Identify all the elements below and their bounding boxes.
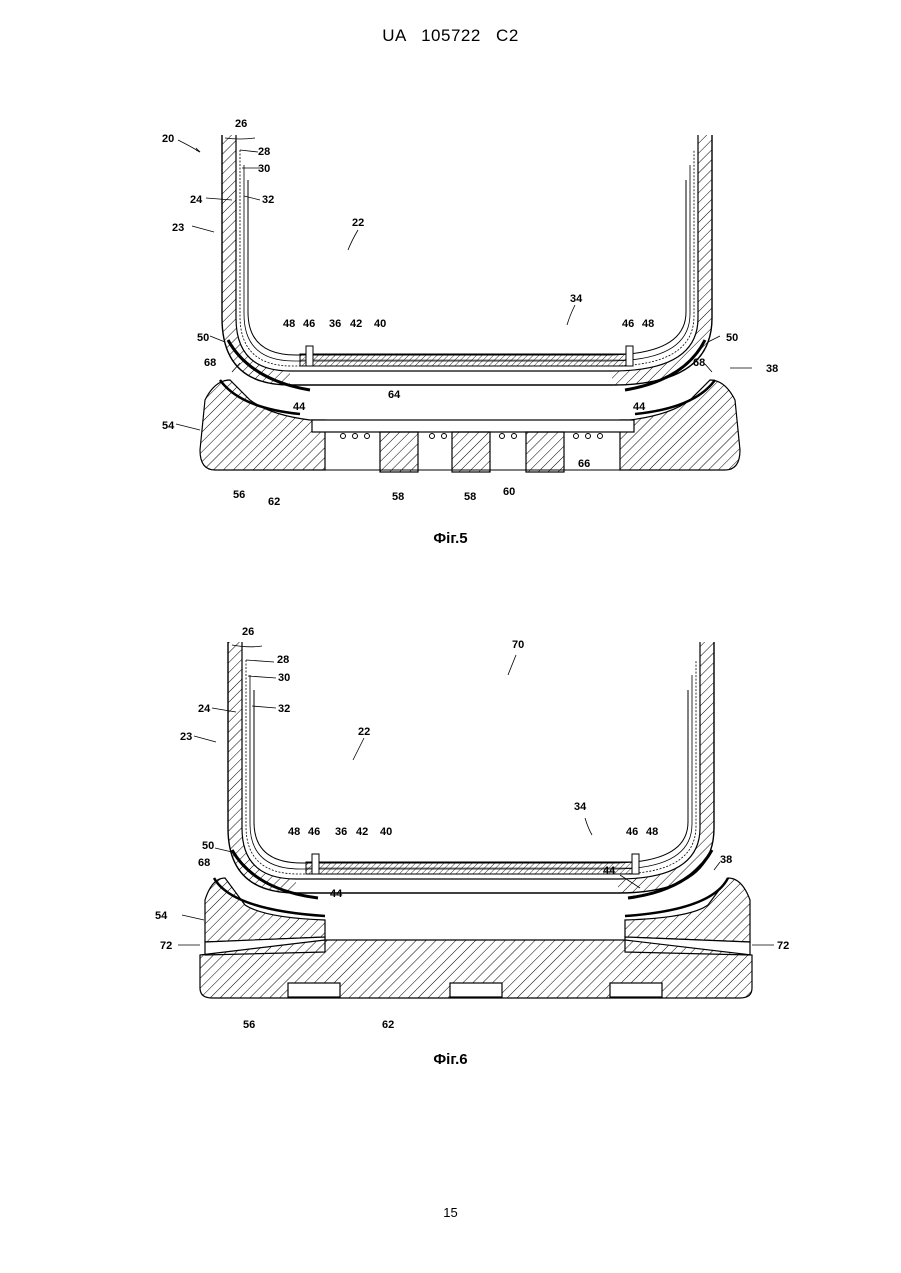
figure-5-drawing: 20 26 28 30 24 32 23 22 34 48 46 36 42 4…: [0, 100, 901, 520]
base-plate: [300, 346, 633, 366]
label-54: 54: [162, 420, 175, 432]
label-46b: 46: [622, 318, 634, 330]
label-56: 56: [233, 489, 245, 501]
label-72b: 72: [777, 940, 789, 952]
vessel-wall: [222, 135, 712, 385]
label-30: 30: [258, 163, 270, 175]
page-number: 15: [0, 1205, 901, 1220]
label-28: 28: [277, 654, 289, 666]
label-60: 60: [503, 486, 515, 498]
label-32: 32: [278, 703, 290, 715]
label-42: 42: [356, 826, 368, 838]
label-46a: 46: [308, 826, 320, 838]
figure-5: 20 26 28 30 24 32 23 22 34 48 46 36 42 4…: [0, 100, 901, 520]
label-20: 20: [162, 133, 174, 145]
label-62: 62: [382, 1019, 394, 1031]
label-48a: 48: [288, 826, 300, 838]
figure-6-caption: Фіг.6: [0, 1051, 901, 1068]
label-23: 23: [172, 222, 184, 234]
label-50a: 50: [197, 332, 209, 344]
label-48b: 48: [642, 318, 654, 330]
label-34: 34: [570, 293, 583, 305]
label-48b: 48: [646, 826, 658, 838]
label-36: 36: [329, 318, 341, 330]
base-plate: [306, 854, 639, 874]
label-50b: 50: [726, 332, 738, 344]
leader-lines: [176, 138, 752, 430]
label-48a: 48: [283, 318, 295, 330]
label-38: 38: [766, 363, 778, 375]
leader-lines: [178, 645, 774, 945]
label-44b: 44: [603, 865, 616, 877]
label-44a: 44: [293, 401, 306, 413]
vessel-wall: [228, 642, 714, 893]
label-22: 22: [352, 217, 364, 229]
figure-6-drawing: 26 28 30 70 24 32 23 22 34 48 46 36 42 4…: [0, 615, 901, 1035]
label-56: 56: [243, 1019, 255, 1031]
label-42: 42: [350, 318, 362, 330]
label-66: 66: [578, 458, 590, 470]
label-44a: 44: [330, 888, 343, 900]
label-54: 54: [155, 910, 168, 922]
label-28: 28: [258, 146, 270, 158]
label-26: 26: [242, 626, 254, 638]
label-58b: 58: [464, 491, 476, 503]
patent-header: UA 105722 C2: [0, 26, 901, 46]
stand-body: [200, 380, 740, 472]
label-40: 40: [380, 826, 392, 838]
figure-5-caption: Фіг.5: [0, 530, 901, 547]
label-38: 38: [720, 854, 732, 866]
label-70: 70: [512, 639, 524, 651]
label-24: 24: [198, 703, 211, 715]
label-36: 36: [335, 826, 347, 838]
label-46a: 46: [303, 318, 315, 330]
label-68b: 68: [693, 357, 705, 369]
label-50: 50: [202, 840, 214, 852]
label-22: 22: [358, 726, 370, 738]
label-72a: 72: [160, 940, 172, 952]
label-40: 40: [374, 318, 386, 330]
label-46b: 46: [626, 826, 638, 838]
label-68a: 68: [204, 357, 216, 369]
label-34: 34: [574, 801, 587, 813]
stand-body: [200, 878, 752, 998]
label-23: 23: [180, 731, 192, 743]
label-44b: 44: [633, 401, 646, 413]
label-64: 64: [388, 389, 401, 401]
label-62: 62: [268, 496, 280, 508]
label-30: 30: [278, 672, 290, 684]
figure-6: 26 28 30 70 24 32 23 22 34 48 46 36 42 4…: [0, 615, 901, 1035]
label-58a: 58: [392, 491, 404, 503]
label-32: 32: [262, 194, 274, 206]
label-26: 26: [235, 118, 247, 130]
label-68: 68: [198, 857, 210, 869]
label-24: 24: [190, 194, 203, 206]
